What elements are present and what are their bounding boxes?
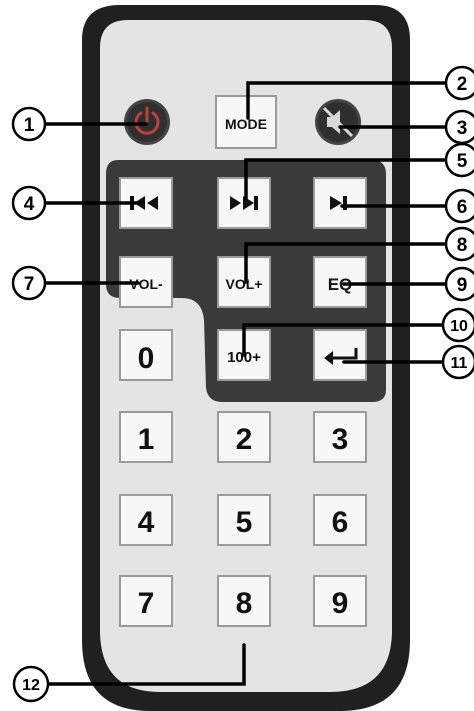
mode-button[interactable]: MODE [216,96,276,148]
callout-3: 3 [446,111,474,143]
digit-0-label: 0 [138,342,155,375]
power-button[interactable] [124,99,170,145]
play-pause-button[interactable] [314,178,366,228]
callout-12: 12 [14,667,48,701]
digit-8-label: 8 [236,587,253,620]
volume-up-label: VOL+ [226,276,263,292]
callout-7-label: 7 [24,274,35,295]
mode-button-label: MODE [225,116,267,132]
digit-6-label: 6 [332,506,349,539]
digit-5-label: 5 [236,506,253,539]
callout-11: 11 [443,346,474,378]
digit-0-button[interactable]: 0 [120,330,172,380]
digit-8-button[interactable]: 8 [218,576,270,626]
callout-2-label: 2 [457,74,468,95]
digit-3-button[interactable]: 3 [314,412,366,462]
digit-9-label: 9 [332,587,349,620]
digit-1-label: 1 [138,423,155,456]
callout-12-label: 12 [22,677,40,694]
digit-4-button[interactable]: 4 [120,495,172,545]
callout-8-label: 8 [457,235,468,256]
callout-5: 5 [446,144,474,176]
digit-2-button[interactable]: 2 [218,412,270,462]
eq-button[interactable]: EQ [314,257,366,307]
callout-7: 7 [13,267,45,299]
digit-1-button[interactable]: 1 [120,412,172,462]
volume-up-button[interactable]: VOL+ [218,257,270,307]
digit-2-label: 2 [236,423,253,456]
callout-2: 2 [446,67,474,99]
callout-1-label: 1 [24,115,35,136]
callout-11-label: 11 [451,355,468,372]
digit-5-button[interactable]: 5 [218,495,270,545]
callout-8: 8 [446,228,474,260]
digit-9-button[interactable]: 9 [314,576,366,626]
digit-4-label: 4 [138,506,155,539]
mute-button[interactable] [315,99,361,145]
callout-4: 4 [13,187,45,219]
return-button[interactable] [314,330,366,380]
callout-5-label: 5 [457,151,468,172]
next-track-button[interactable] [218,178,270,228]
callout-9-label: 9 [457,275,468,296]
digit-7-label: 7 [138,587,155,620]
callout-9: 9 [446,268,474,300]
callout-3-label: 3 [457,118,468,139]
callout-6-label: 6 [457,197,468,218]
callout-10-label: 10 [450,318,468,335]
callout-4-label: 4 [24,194,35,215]
digit-3-label: 3 [332,423,349,456]
digit-6-button[interactable]: 6 [314,495,366,545]
digit-7-button[interactable]: 7 [120,576,172,626]
callout-1: 1 [13,108,45,140]
callout-10: 10 [443,309,474,341]
callout-6: 6 [446,190,474,222]
